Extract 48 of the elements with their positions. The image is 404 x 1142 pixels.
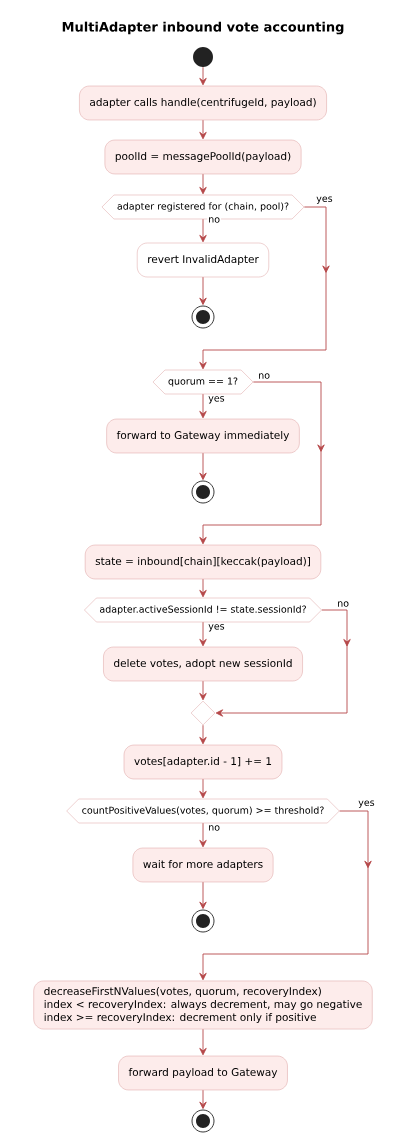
edge-label: no <box>257 372 272 380</box>
action-box: revert InvalidAdapter <box>137 242 269 278</box>
arrow <box>199 1089 207 1109</box>
edge-label: yes <box>357 799 376 809</box>
arrow <box>199 1028 207 1056</box>
arrow <box>199 173 207 195</box>
edge-label: no <box>207 824 222 832</box>
arrow <box>199 119 207 140</box>
end-circle <box>191 909 215 933</box>
arrow <box>199 452 207 480</box>
arrow <box>199 578 207 598</box>
decision-hexagon: adapter.activeSessionId != state.sessionId? <box>84 597 322 623</box>
action-box: decreaseFirstNValues(votes, quorum, recoveryIndex) index < recoveryIndex: always decrement, may go negative index >= recoveryIndex: decrement only if positive <box>33 980 373 1030</box>
arrow <box>199 724 207 745</box>
edge-label: yes <box>315 195 334 205</box>
end-circle <box>191 305 215 329</box>
end-circle <box>191 480 215 504</box>
arrow <box>199 881 207 909</box>
arrow <box>199 66 207 86</box>
arrow <box>199 276 207 305</box>
arrow <box>199 206 330 370</box>
edge-label: yes <box>207 623 226 633</box>
end-circle <box>191 1109 215 1133</box>
edge-label: no <box>207 216 222 224</box>
title: MultiAdapter inbound vote accounting <box>62 21 344 35</box>
decision-hexagon: quorum == 1? <box>152 369 254 395</box>
action-box: adapter calls handle(centrifugeId, payload) <box>79 85 327 121</box>
arrow <box>199 680 207 701</box>
arrow <box>199 218 207 243</box>
arrow <box>215 609 351 717</box>
action-box: wait for more adapters <box>132 847 274 883</box>
edge-label: yes <box>207 395 226 405</box>
action-box: votes[adapter.id - 1] += 1 <box>123 744 283 780</box>
arrow <box>199 393 207 419</box>
arrow <box>199 778 207 799</box>
edge-label: no <box>336 600 351 608</box>
action-box: delete votes, adopt new sessionId <box>103 646 303 682</box>
action-box: forward payload to Gateway <box>118 1055 288 1091</box>
arrow <box>199 621 207 647</box>
action-box: poolId = messagePoolId(payload) <box>104 139 302 175</box>
decision-hexagon: countPositiveValues(votes, quorum) >= threshold? <box>66 798 340 824</box>
start-circle <box>193 47 213 67</box>
arrow <box>199 810 372 981</box>
merge-diamond <box>190 700 216 726</box>
action-box: forward to Gateway immediately <box>106 418 300 454</box>
arrow <box>199 381 325 545</box>
arrow <box>199 822 207 848</box>
action-box: state = inbound[chain][keccak(payload)] <box>84 544 322 580</box>
